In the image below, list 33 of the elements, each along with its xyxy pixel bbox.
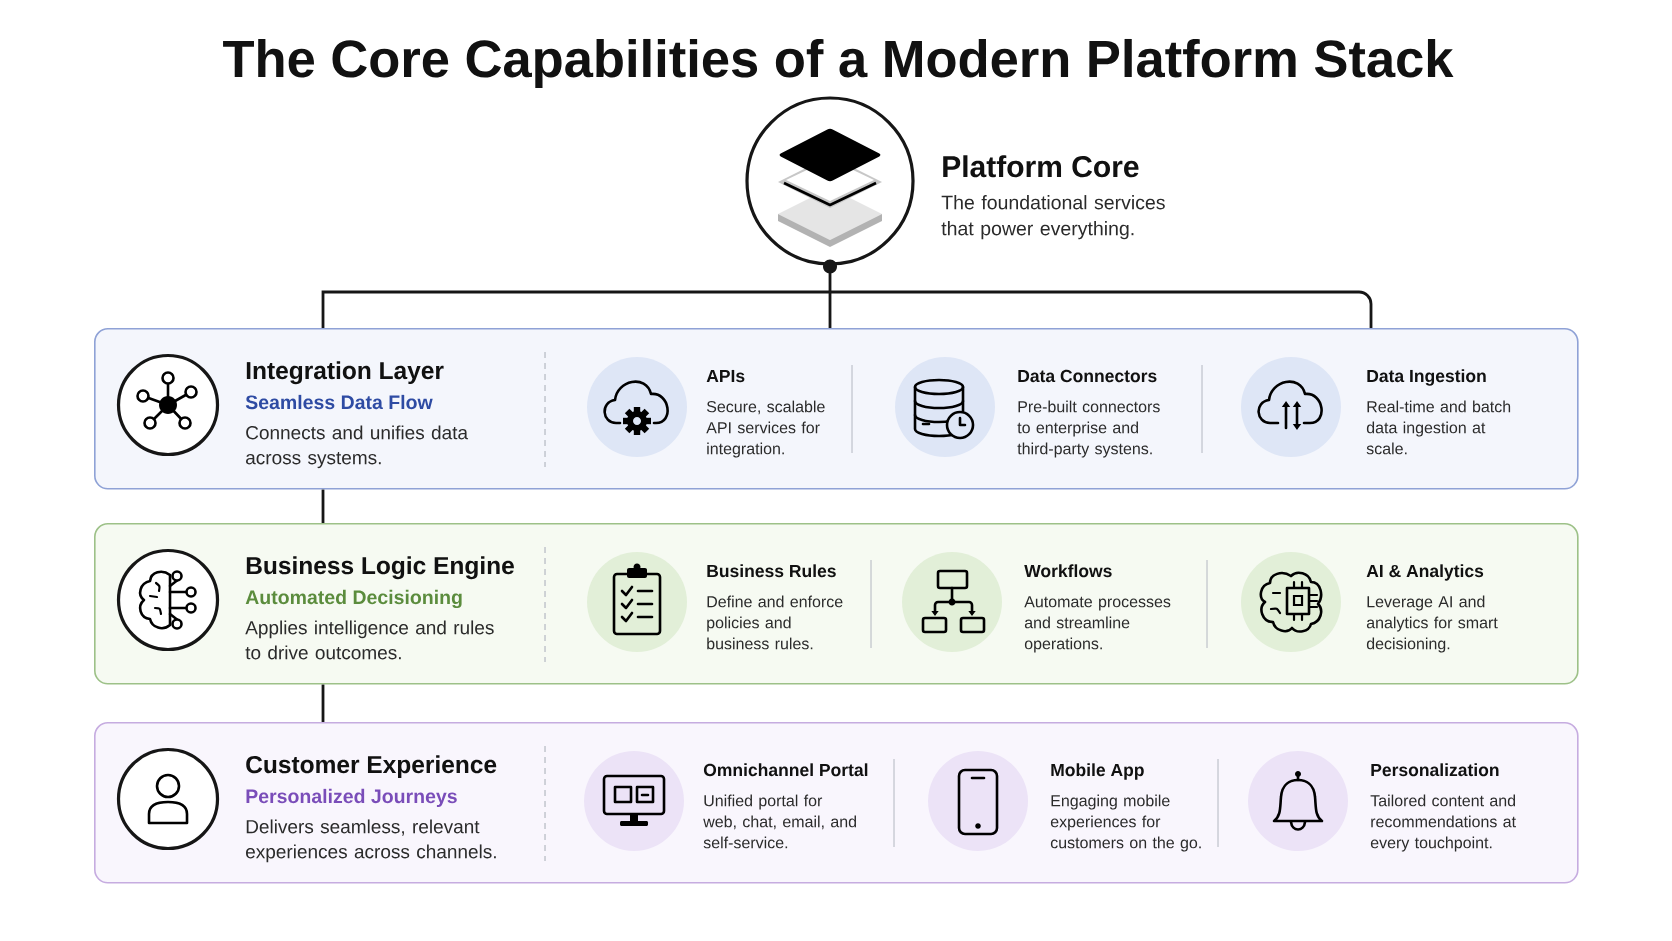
layer-subtitle: Personalized Journeys	[246, 788, 457, 808]
layer-title: Integration Layer	[246, 361, 444, 385]
capability-title: APIs	[706, 369, 745, 383]
capability-title: Data Ingestion	[1367, 369, 1486, 386]
capability-description: Define and enforce policies and business rules.	[707, 595, 843, 650]
layer-title: Business Logic Engine	[246, 556, 514, 580]
diagram-title: The Core Capabilities of a Modern Platform Stack	[223, 38, 1454, 88]
layer-description: Applies intelligence and rules to drive outcomes.	[245, 620, 494, 660]
capability-title: Omnichannel Portal	[703, 763, 868, 777]
capability-description: Real-time and batch data ingestion at scale.	[1366, 400, 1511, 455]
connector-line	[321, 684, 325, 722]
core-title: Platform Core	[943, 155, 1139, 178]
layer-title: Customer Experience	[246, 755, 497, 779]
layer-description: Connects and unifies data across systems.	[246, 425, 469, 469]
layer-description: Delivers seamless, relevant experiences across channels.	[246, 819, 496, 863]
connector-line	[321, 489, 325, 523]
connector-line	[321, 259, 1373, 330]
capability-title: Data Connectors	[1018, 369, 1157, 383]
layer-subtitle: Seamless Data Flow	[245, 394, 433, 410]
capability-title: Personalization	[1371, 763, 1499, 777]
layer-subtitle: Automated Decisioning	[245, 589, 462, 609]
capability-title: Workflows	[1024, 564, 1112, 578]
capability-description: Automate processes and streamline operations.	[1024, 596, 1171, 653]
capability-description: Leverage AI and analytics for smart decisioning.	[1366, 595, 1498, 653]
capability-description: Unified portal for web, chat, email, and self-service.	[703, 794, 856, 849]
capability-description: Engaging mobile experiences for customers on the go.	[1050, 794, 1201, 852]
core-description: The foundational services that power everything.	[941, 195, 1165, 240]
capability-title: Mobile App	[1051, 763, 1144, 780]
capability-description: Secure, scalable API services for integration.	[706, 400, 825, 458]
capability-description: Pre-built connectors to enterprise and third-party systens.	[1017, 400, 1160, 458]
capability-description: Tailored content and recommendations at every touchpoint.	[1370, 794, 1516, 852]
capability-title: AI & Analytics	[1366, 564, 1484, 581]
capability-title: Business Rules	[707, 564, 836, 578]
